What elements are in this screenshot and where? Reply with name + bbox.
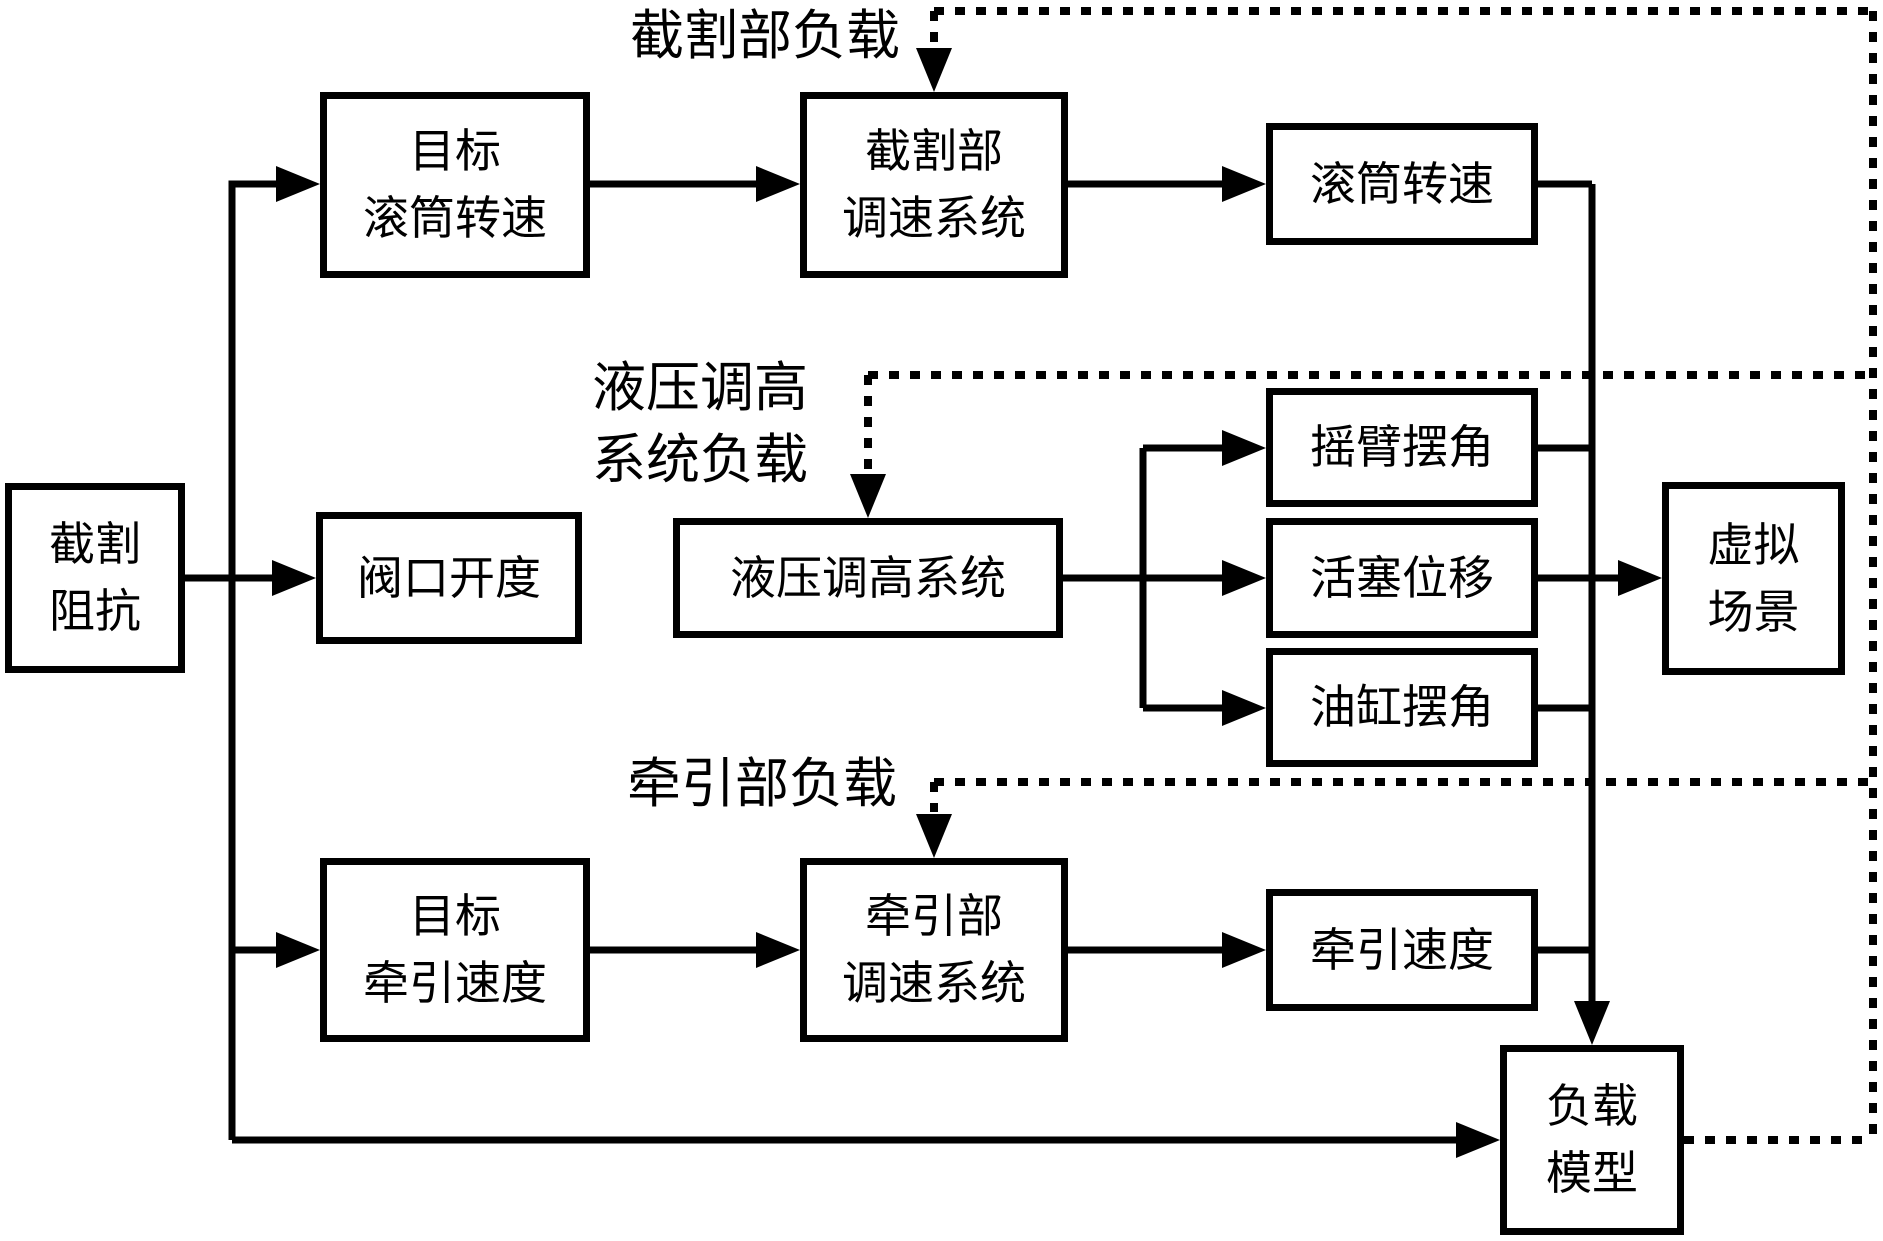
block-rocker-swing-angle: 摇臂摆角 bbox=[1266, 388, 1538, 507]
arrow-into-target-traction-speed bbox=[276, 932, 320, 968]
label-hydraulic-system-load: 液压调高 系统负载 bbox=[592, 356, 808, 491]
block-hydraulic-height-system: 液压调高系统 bbox=[673, 518, 1063, 638]
block-virtual-scene: 虚拟 场景 bbox=[1662, 482, 1845, 675]
arrow-into-rocker-swing-angle bbox=[1222, 430, 1266, 466]
arrow-into-load-model-top bbox=[1574, 1001, 1610, 1045]
arrow-feedback-into-cutting-system bbox=[916, 48, 952, 92]
arrow-into-target-drum-speed bbox=[276, 166, 320, 202]
label-traction-unit-load: 牵引部负载 bbox=[627, 752, 897, 815]
arrow-into-drum-speed bbox=[1222, 166, 1266, 202]
arrow-into-piston-displacement bbox=[1222, 560, 1266, 596]
block-traction-unit-speed-system: 牵引部 调速系统 bbox=[800, 858, 1068, 1042]
block-traction-speed: 牵引速度 bbox=[1266, 889, 1538, 1011]
arrow-into-traction-speed bbox=[1222, 932, 1266, 968]
block-cylinder-swing-angle: 油缸摆角 bbox=[1266, 648, 1538, 767]
label-cutting-unit-load: 截割部负载 bbox=[630, 4, 900, 67]
arrow-into-load-model-left bbox=[1456, 1122, 1500, 1158]
block-piston-displacement: 活塞位移 bbox=[1266, 518, 1538, 638]
block-valve-opening: 阀口开度 bbox=[316, 512, 582, 644]
arrow-feedback-into-hydraulic-system bbox=[850, 474, 886, 518]
block-drum-speed: 滚筒转速 bbox=[1266, 123, 1538, 245]
arrow-feedback-into-traction-system bbox=[916, 814, 952, 858]
arrow-into-cutting-unit-system bbox=[756, 166, 800, 202]
trunk-line-with-top-branch bbox=[228, 180, 276, 1140]
block-cutting-unit-speed-system: 截割部 调速系统 bbox=[800, 92, 1068, 278]
block-cutting-impedance: 截割 阻抗 bbox=[5, 483, 185, 673]
block-target-traction-speed: 目标 牵引速度 bbox=[320, 858, 590, 1042]
block-load-model: 负载 模型 bbox=[1500, 1045, 1684, 1235]
arrow-into-cylinder-swing-angle bbox=[1222, 690, 1266, 726]
arrow-into-virtual-scene bbox=[1618, 560, 1662, 596]
arrow-into-traction-unit-system bbox=[756, 932, 800, 968]
arrow-into-valve-opening bbox=[272, 560, 316, 596]
block-target-drum-speed: 目标 滚筒转速 bbox=[320, 92, 590, 278]
